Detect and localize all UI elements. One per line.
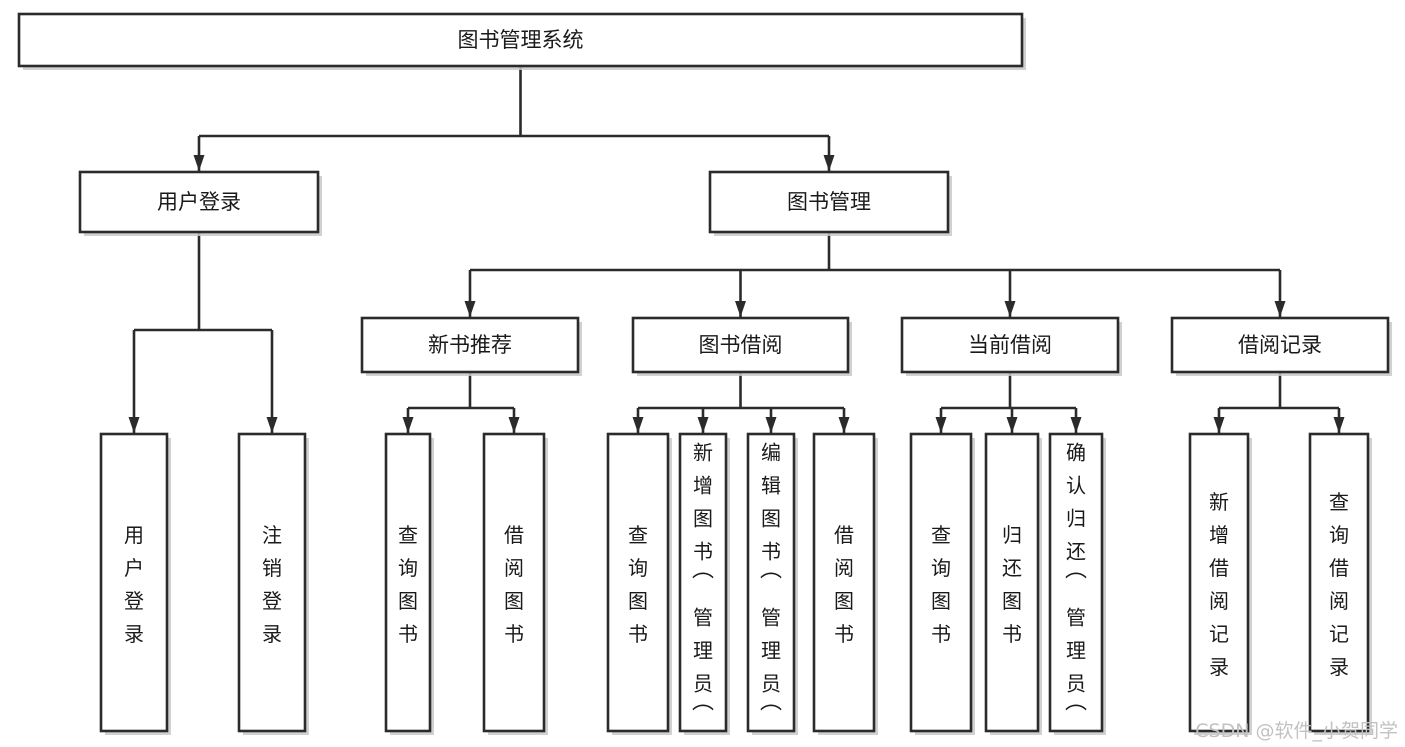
arrow-head-icon: [402, 417, 414, 433]
arrow-head-icon: [935, 417, 947, 433]
arrow-head-icon: [735, 301, 746, 317]
node-确认归还-管理员[interactable]: 确认归还⌒管理员⌒: [1048, 432, 1106, 735]
connectors-layer: [128, 66, 1345, 433]
node-boxes-layer: 图书管理系统用户登录图书管理用户登录注销登录新书推荐查询图书借阅图书图书借阅查询…: [17, 12, 1392, 735]
node-label: 编辑图书⌒管理员⌒: [760, 441, 782, 730]
node-box[interactable]: [99, 432, 169, 733]
node-注销登录[interactable]: 注销登录: [237, 432, 309, 735]
node-归还图书[interactable]: 归还图书: [984, 432, 1042, 735]
node-box[interactable]: [482, 432, 546, 733]
arrow-head-icon: [1333, 417, 1345, 433]
node-图书管理[interactable]: 图书管理: [708, 170, 952, 236]
node-box[interactable]: [1308, 432, 1370, 733]
node-新增借阅记录[interactable]: 新增借阅记录: [1188, 432, 1252, 735]
node-label: 查询图书: [931, 523, 951, 646]
node-查询借阅记录[interactable]: 查询借阅记录: [1308, 432, 1372, 735]
node-label: 用户登录: [157, 190, 241, 214]
node-box[interactable]: [984, 432, 1040, 733]
arrow-head-icon: [464, 301, 476, 317]
node-box[interactable]: [78, 170, 320, 234]
node-box[interactable]: [237, 432, 307, 733]
node-查询图书[interactable]: 查询图书: [606, 432, 672, 735]
node-label: 图书管理系统: [458, 28, 584, 52]
arrow-head-icon: [765, 417, 777, 433]
node-label: 新增图书⌒管理员⌒: [692, 441, 714, 730]
node-label: 借阅图书: [834, 523, 854, 646]
node-编辑图书-管理员[interactable]: 编辑图书⌒管理员⌒: [746, 432, 798, 735]
node-用户登录[interactable]: 用户登录: [99, 432, 171, 735]
node-label: 当前借阅: [968, 333, 1052, 357]
node-label: 注销登录: [262, 523, 282, 646]
arrow-head-icon: [508, 417, 520, 433]
node-box[interactable]: [708, 170, 950, 234]
node-用户登录[interactable]: 用户登录: [78, 170, 322, 236]
node-box[interactable]: [1170, 316, 1390, 374]
node-label: 借阅记录: [1238, 333, 1322, 357]
node-借阅图书[interactable]: 借阅图书: [812, 432, 878, 735]
arrow-head-icon: [1274, 301, 1286, 317]
arrow-head-icon: [823, 155, 835, 171]
node-借阅图书[interactable]: 借阅图书: [482, 432, 548, 735]
node-查询图书[interactable]: 查询图书: [384, 432, 434, 735]
node-label: 查询借阅记录: [1329, 490, 1349, 679]
node-借阅记录[interactable]: 借阅记录: [1170, 316, 1392, 376]
node-label: 新书推荐: [428, 333, 512, 357]
node-图书管理系统[interactable]: 图书管理系统: [17, 12, 1026, 70]
node-box[interactable]: [631, 316, 850, 374]
node-新书推荐[interactable]: 新书推荐: [360, 316, 582, 376]
arrow-head-icon: [838, 417, 850, 433]
node-box[interactable]: [1188, 432, 1250, 733]
node-新增图书-管理员[interactable]: 新增图书⌒管理员⌒: [678, 432, 730, 735]
node-label: 借阅图书: [504, 523, 524, 646]
node-label: 用户登录: [124, 523, 144, 646]
node-box[interactable]: [384, 432, 432, 733]
arrow-head-icon: [193, 155, 205, 171]
node-box[interactable]: [900, 316, 1120, 374]
node-box[interactable]: [17, 12, 1024, 68]
node-图书借阅[interactable]: 图书借阅: [631, 316, 852, 376]
arrow-head-icon: [1006, 417, 1018, 433]
node-box[interactable]: [812, 432, 876, 733]
node-label: 图书管理: [787, 190, 871, 214]
arrow-head-icon: [128, 417, 140, 433]
arrow-head-icon: [1070, 417, 1082, 433]
node-label: 确认归还⌒管理员⌒: [1065, 441, 1087, 730]
node-box[interactable]: [1048, 432, 1104, 733]
csdn-watermark: CSDN @软件_小贺同学: [1195, 720, 1398, 742]
node-box[interactable]: [606, 432, 670, 733]
arrow-head-icon: [632, 417, 644, 433]
node-label: 图书借阅: [699, 333, 783, 357]
node-box[interactable]: [360, 316, 580, 374]
arrow-head-icon: [697, 417, 709, 433]
node-label: 查询图书: [628, 523, 648, 646]
node-label: 新增借阅记录: [1209, 490, 1229, 679]
node-查询图书[interactable]: 查询图书: [909, 432, 975, 735]
node-box[interactable]: [678, 432, 728, 733]
node-当前借阅[interactable]: 当前借阅: [900, 316, 1122, 376]
node-label: 归还图书: [1002, 523, 1022, 646]
node-box[interactable]: [746, 432, 796, 733]
node-box[interactable]: [909, 432, 973, 733]
arrow-head-icon: [1213, 417, 1225, 433]
arrow-head-icon: [1004, 301, 1016, 317]
arrow-head-icon: [266, 417, 278, 433]
node-label: 查询图书: [398, 523, 418, 646]
